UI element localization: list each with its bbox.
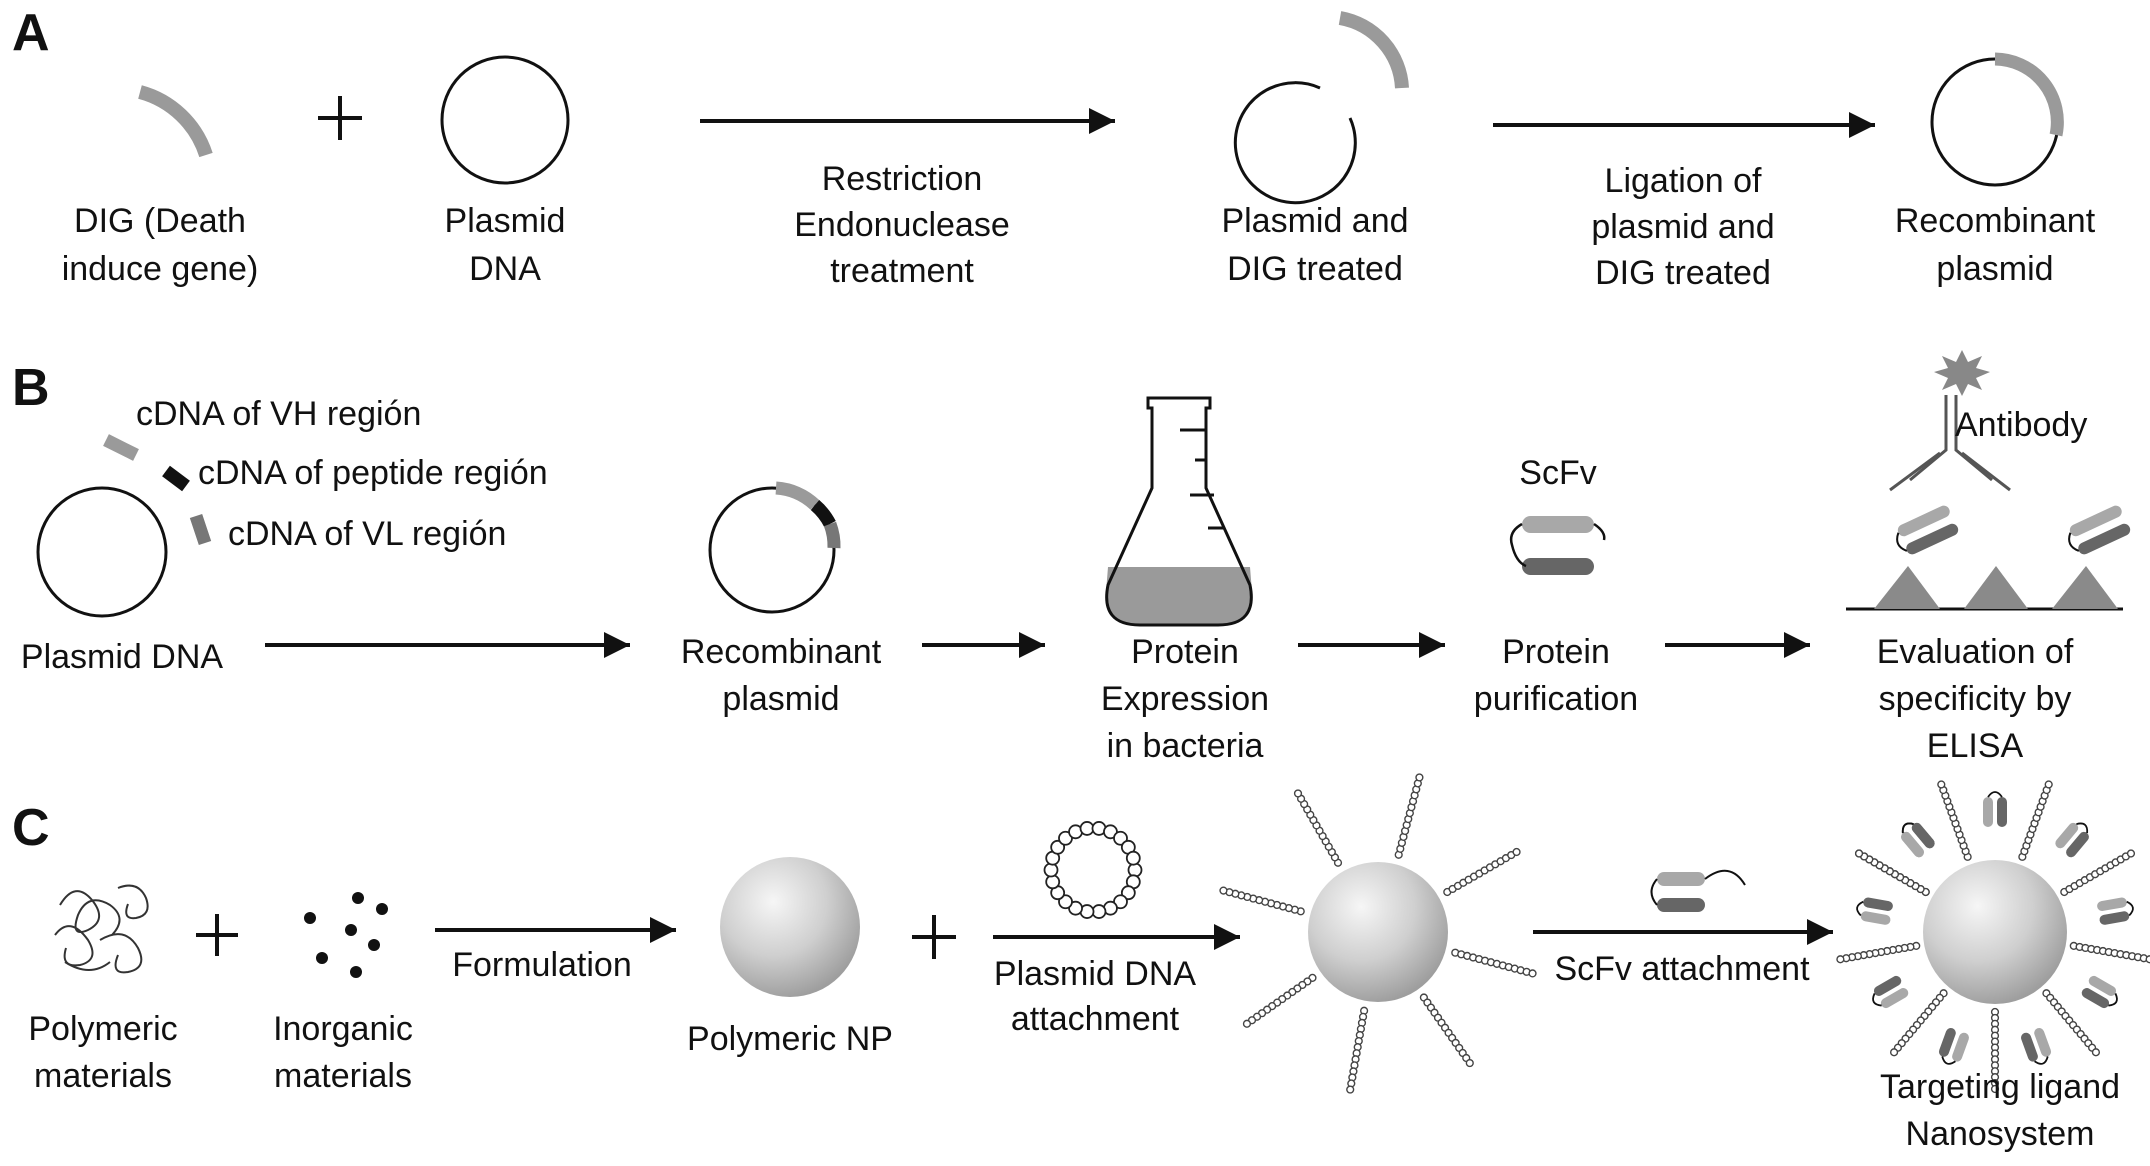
- elisa-star-icon: [1934, 350, 1990, 396]
- polymer-squiggle-icon: [54, 884, 149, 974]
- panel-b: B cDNA of VH región cDNA of peptide regi…: [12, 350, 2131, 765]
- formulation-label: Formulation: [452, 946, 632, 984]
- recombinant-b-vl-icon: [823, 521, 841, 549]
- polymeric-caption-line1: Polymeric: [28, 1010, 177, 1048]
- plus-c2-icon: [912, 915, 956, 959]
- plasmid-bead-ring-icon: [1043, 821, 1143, 919]
- panel-b-label: B: [12, 359, 50, 417]
- inorganic-dots-icon: [304, 892, 388, 978]
- dig-caption-line2: induce gene): [62, 250, 259, 288]
- scfv-attach-icon: [1650, 869, 1746, 912]
- panel-a: A DIG (Death induce gene) Plasmid DNA Re…: [12, 4, 2096, 292]
- restriction-caption-line1: Restriction: [822, 160, 983, 198]
- polymeric-np-icon: [720, 857, 860, 997]
- ligation-caption-line3: DIG treated: [1595, 254, 1771, 292]
- plasmid-b-caption: Plasmid DNA: [21, 638, 223, 676]
- plus-icon: [318, 96, 362, 140]
- elisa-caption-line2: specificity by: [1879, 680, 2072, 718]
- inorganic-caption-line1: Inorganic: [273, 1010, 413, 1048]
- plasmid-caption-line1: Plasmid: [445, 202, 566, 240]
- np-caption: Polymeric NP: [687, 1020, 893, 1058]
- peptide-fragment-icon: [162, 465, 190, 492]
- plus-c1-icon: [196, 914, 238, 956]
- plasmid-b-icon: [36, 486, 168, 618]
- nanosystem-caption-line1: Targeting ligand: [1880, 1068, 2120, 1106]
- recombinant-b-icon: [708, 486, 836, 614]
- dna-attach-caption-line2: attachment: [1011, 1000, 1180, 1038]
- open-plasmid-icon: [1233, 81, 1357, 205]
- polymeric-caption-line2: materials: [34, 1057, 172, 1095]
- expression-caption-line1: Protein: [1131, 633, 1239, 671]
- ligation-caption-line2: plasmid and: [1591, 208, 1774, 246]
- dig-fragment-icon: [137, 85, 213, 158]
- expression-caption-line2: Expression: [1101, 680, 1269, 718]
- vh-fragment-icon: [103, 434, 139, 461]
- elisa-caption-line3: ELISA: [1927, 727, 2024, 765]
- elisa-caption-line1: Evaluation of: [1877, 633, 2074, 671]
- plasmid-icon: [440, 55, 570, 185]
- scfv-label: ScFv: [1519, 454, 1596, 492]
- recombinant-caption-line2: plasmid: [1936, 250, 2053, 288]
- panel-c: C Polymeric materials Inorganic material…: [12, 773, 2150, 1153]
- panel-c-label: C: [12, 799, 50, 857]
- vl-fragment-icon: [189, 513, 212, 546]
- recombinant-b-caption-line1: Recombinant: [681, 633, 882, 671]
- expression-caption-line3: in bacteria: [1107, 727, 1264, 765]
- vh-label: cDNA of VH región: [136, 395, 421, 433]
- restriction-caption-line2: Endonuclease: [794, 206, 1010, 244]
- purification-caption-line2: purification: [1474, 680, 1638, 718]
- panel-a-label: A: [12, 4, 50, 62]
- dna-attach-caption-line1: Plasmid DNA: [994, 955, 1196, 993]
- ligation-caption-line1: Ligation of: [1605, 162, 1762, 200]
- flask-icon: [1105, 396, 1253, 627]
- recombinant-b-caption-line2: plasmid: [722, 680, 839, 718]
- nanosystem-caption-line2: Nanosystem: [1906, 1115, 2095, 1153]
- treated-caption-line1: Plasmid and: [1221, 202, 1408, 240]
- purification-caption-line1: Protein: [1502, 633, 1610, 671]
- restriction-caption-line3: treatment: [830, 252, 974, 290]
- targeting-nanosystem-icon: [1836, 780, 2150, 1094]
- scfv-icon: [1509, 516, 1606, 575]
- bound-scfv-right-icon: [2068, 505, 2131, 555]
- recombinant-b-peptide-icon: [810, 500, 836, 528]
- recombinant-insert-icon: [1994, 52, 2064, 137]
- inorganic-caption-line2: materials: [274, 1057, 412, 1095]
- vl-label: cDNA of VL región: [228, 515, 506, 553]
- dig-caption-line1: DIG (Death: [74, 202, 246, 240]
- antibody-label: Antibody: [1955, 406, 2087, 444]
- elisa-icon: Antibody: [1846, 350, 2131, 611]
- recombinant-caption-line1: Recombinant: [1895, 202, 2096, 240]
- peptide-label: cDNA of peptide región: [198, 454, 548, 492]
- scfv-attach-label: ScFv attachment: [1554, 950, 1810, 988]
- antibody-icon: [1889, 395, 2011, 492]
- recombinant-b-vh-icon: [775, 481, 820, 510]
- np-with-dna-icon: [1219, 773, 1537, 1094]
- plasmid-caption-line2: DNA: [469, 250, 541, 288]
- dig-piece-icon: [1338, 11, 1409, 89]
- bound-scfv-left-icon: [1896, 505, 1959, 555]
- treated-caption-line2: DIG treated: [1227, 250, 1403, 288]
